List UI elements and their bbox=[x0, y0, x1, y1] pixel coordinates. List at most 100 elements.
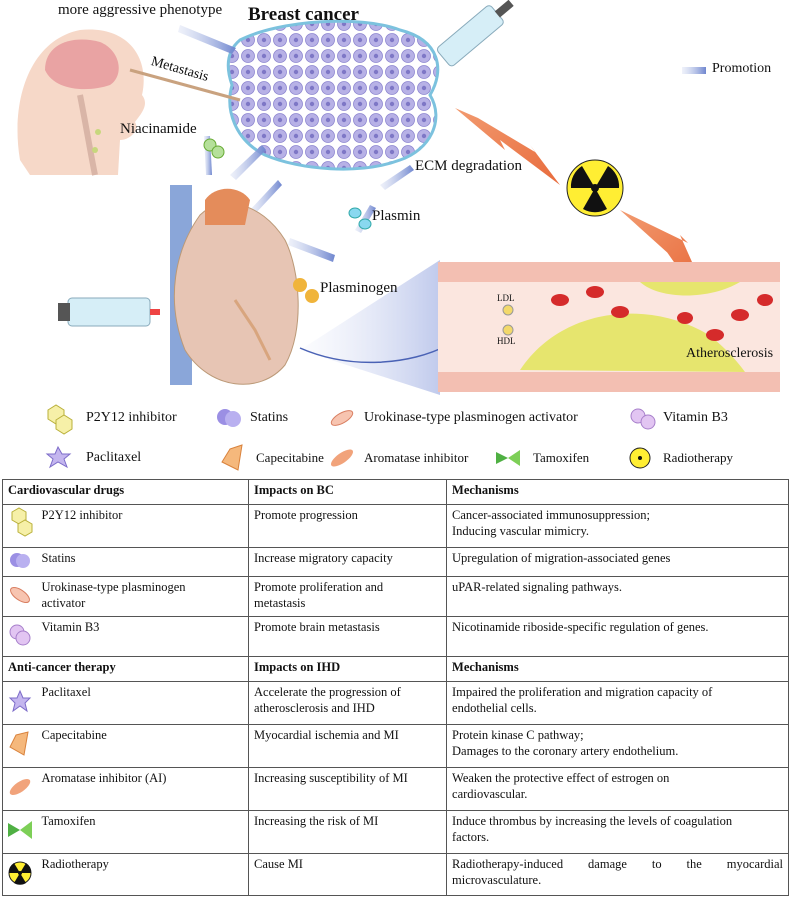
mechanism-line: Damages to the coronary artery endotheli… bbox=[452, 744, 679, 758]
drug-name: Capecitabine bbox=[36, 724, 250, 768]
legend-radiotherapy-label: Radiotherapy bbox=[663, 450, 734, 465]
impact-line: Promote proliferation and bbox=[254, 580, 384, 594]
paclitaxel-icon bbox=[45, 445, 72, 469]
tamoxifen-icon bbox=[496, 450, 520, 466]
atherosclerosis-label: Atherosclerosis bbox=[686, 346, 774, 361]
mechanism-line: Inducing vascular mimicry. bbox=[452, 524, 590, 538]
impact: Cause MI bbox=[248, 853, 448, 896]
tamoxifen-icon bbox=[2, 810, 37, 854]
drug-name: Paclitaxel bbox=[36, 681, 250, 725]
mechanism-line: Impaired the proliferation and migration… bbox=[452, 685, 713, 699]
table-section-header: Anti-cancer therapy Impacts on IHD Mecha… bbox=[1, 656, 790, 682]
table-row: Aromatase inhibitor (AI) Increasing susc… bbox=[2, 767, 790, 811]
mechanism-line: factors. bbox=[452, 830, 490, 844]
tumor-illustration bbox=[226, 19, 440, 171]
header-mechanisms-2: Mechanisms bbox=[446, 656, 790, 682]
impact: Promote brain metastasis bbox=[248, 616, 448, 657]
mechanism-line: Protein kinase C pathway; bbox=[452, 728, 584, 742]
impact: Promote progression bbox=[248, 504, 448, 548]
ecm-degradation-label: ECM degradation bbox=[415, 158, 523, 174]
drug-name: P2Y12 inhibitor bbox=[36, 504, 250, 548]
promotion-arrows bbox=[178, 25, 706, 262]
mechanism-line: endothelial cells. bbox=[452, 701, 537, 715]
plasminogen-icon bbox=[293, 278, 319, 303]
ldl-label: LDL bbox=[497, 293, 515, 303]
table-row: Radiotherapy Cause MI Radiotherapy-induc… bbox=[2, 853, 790, 896]
radiotherapy-icon bbox=[2, 853, 37, 896]
aromatase-icon bbox=[330, 449, 354, 467]
table-row: Statins Increase migratory capacity Upre… bbox=[2, 547, 790, 577]
promotion-label: Promotion bbox=[712, 61, 772, 76]
mechanism: Protein kinase C pathway; Damages to the … bbox=[446, 724, 790, 768]
radiotherapy-icon bbox=[629, 447, 651, 469]
plasmin-icon bbox=[348, 207, 372, 230]
impact-line: Accelerate the progression of bbox=[254, 685, 401, 699]
mechanism-line: microvasculature. bbox=[452, 873, 542, 887]
drug-name: Vitamin B3 bbox=[36, 616, 250, 657]
summary-table: Cardiovascular drugs Impacts on BC Mecha… bbox=[1, 479, 790, 896]
lightning-bolt-1 bbox=[455, 108, 560, 185]
aromatase-icon bbox=[2, 767, 37, 811]
header-impacts-bc: Impacts on BC bbox=[248, 479, 448, 505]
diagram-area: more aggressive phenotype Breast cancer … bbox=[17, 0, 780, 471]
legend-capecitabine-label: Capecitabine bbox=[256, 450, 324, 465]
table-row: Paclitaxel Accelerate the progression of… bbox=[2, 681, 790, 725]
table-row: Tamoxifen Increasing the risk of MI Indu… bbox=[2, 810, 790, 854]
diagram-svg bbox=[17, 0, 780, 471]
beam bbox=[300, 260, 440, 395]
vessel-link-arrow bbox=[299, 344, 449, 364]
legend-paclitaxel-label: Paclitaxel bbox=[86, 450, 142, 465]
drug-name-line: Urokinase-type plasminogen bbox=[41, 580, 186, 594]
p2y12-icon bbox=[47, 404, 73, 435]
niacinamide-icon bbox=[203, 138, 225, 159]
mechanism: Weaken the protective effect of estrogen… bbox=[446, 767, 790, 811]
mechanism: Upregulation of migration-associated gen… bbox=[446, 547, 790, 577]
impact: Promote proliferation and metastasis bbox=[248, 576, 448, 617]
table-row: P2Y12 inhibitor Promote progression Canc… bbox=[2, 504, 790, 548]
statins-icon bbox=[2, 547, 37, 577]
table-row: Capecitabine Myocardial ischemia and MI … bbox=[2, 724, 790, 768]
legend-tamoxifen-label: Tamoxifen bbox=[533, 450, 590, 465]
impact-line: metastasis bbox=[254, 596, 306, 610]
impact: Accelerate the progression of atheroscler… bbox=[248, 681, 448, 725]
p2y12-icon bbox=[2, 504, 37, 548]
mechanism: Impaired the proliferation and migration… bbox=[446, 681, 790, 725]
table-section-header: Cardiovascular drugs Impacts on BC Mecha… bbox=[1, 479, 790, 505]
legend-upa-label: Urokinase-type plasminogen activator bbox=[364, 410, 578, 425]
mechanism-line: Cancer-associated immunosuppression; bbox=[452, 508, 650, 522]
header-impacts-ihd: Impacts on IHD bbox=[248, 656, 448, 682]
mechanism: Radiotherapy-induced damage to the myoca… bbox=[446, 853, 790, 896]
impact: Increasing susceptibility of MI bbox=[248, 767, 448, 811]
plasminogen-label: Plasminogen bbox=[320, 280, 398, 296]
hdl-label: HDL bbox=[497, 336, 516, 346]
mechanism: uPAR-related signaling pathways. bbox=[446, 576, 790, 617]
legend-p2y12-label: P2Y12 inhibitor bbox=[86, 410, 177, 425]
mechanism-line: cardiovascular. bbox=[452, 787, 528, 801]
mechanism-line: Radiotherapy-induced damage to the myoca… bbox=[452, 857, 784, 871]
mechanism-line: Induce thrombus by increasing the levels… bbox=[452, 814, 733, 828]
drug-name: Statins bbox=[36, 547, 250, 577]
header-mechanisms-1: Mechanisms bbox=[446, 479, 790, 505]
syringe-left-illustration bbox=[58, 297, 160, 327]
table-row: Vitamin B3 Promote brain metastasis Nico… bbox=[2, 616, 790, 657]
plasmin-label: Plasmin bbox=[372, 208, 421, 224]
legend-aromatase-label: Aromatase inhibitor bbox=[364, 450, 469, 465]
mechanism: Cancer-associated immunosuppression; Indu… bbox=[446, 504, 790, 548]
upa-icon bbox=[330, 410, 354, 426]
impact-line: atherosclerosis and IHD bbox=[254, 701, 375, 715]
drug-name: Radiotherapy bbox=[36, 853, 250, 896]
impact: Increasing the risk of MI bbox=[248, 810, 448, 854]
legend-vitb3-label: Vitamin B3 bbox=[663, 410, 728, 425]
header-cardiovascular-drugs: Cardiovascular drugs bbox=[1, 479, 250, 505]
drug-name: Tamoxifen bbox=[36, 810, 250, 854]
mechanism-line: Weaken the protective effect of estrogen… bbox=[452, 771, 670, 785]
statins-icon bbox=[217, 409, 241, 427]
mechanism: Nicotinamide riboside-specific regulatio… bbox=[446, 616, 790, 657]
heart-illustration bbox=[170, 185, 299, 385]
capecitabine-icon bbox=[2, 724, 37, 768]
vitb3-icon bbox=[2, 616, 37, 657]
breast-cancer-title: Breast cancer bbox=[248, 4, 359, 25]
blood-vessel-illustration bbox=[438, 262, 780, 392]
